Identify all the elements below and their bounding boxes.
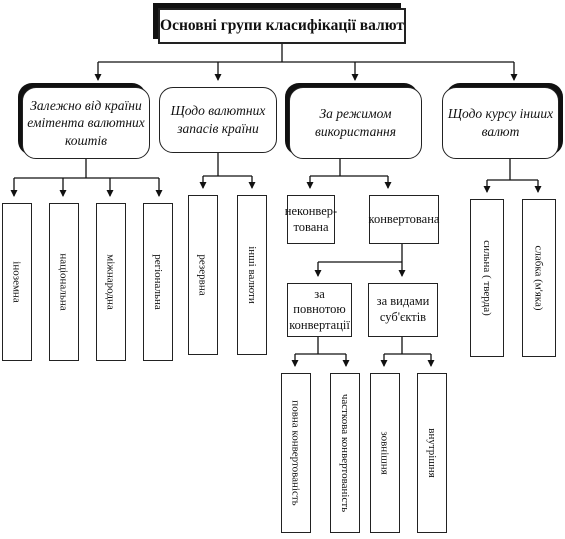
leaf-full-convertibility: повна конвертованість [281,373,311,533]
group-exchange-rate: Щодо курсу інших валют [442,87,559,159]
leaf-other-currencies: інші валюти [237,195,267,355]
leaf-partial-convertibility: часткова конвертованість [330,373,360,533]
leaf-national: національна [49,203,79,361]
leaf-reserve: резервна [188,195,218,355]
leaf-international: міжнародна [96,203,126,361]
leaf-regional: регіональна [143,203,173,361]
group-issuer-country: Залежно від країни емітента валютних кош… [22,87,150,159]
leaf-external: зовнішня [370,373,400,533]
node-by-subjects: за видами суб'єктів [368,283,438,337]
leaf-strong-hard: сильна ( тверда) [470,199,504,357]
diagram-title: Основні групи класифікації валют [158,8,406,44]
node-by-completeness: за повнотою конвертації [287,283,352,337]
node-convertible: конвертована [369,195,439,244]
leaf-weak-soft: слабка (м'яка) [522,199,556,357]
group-currency-reserves: Щодо валютних запасів країни [159,87,277,153]
group-usage-regime: За режимом використання [289,87,422,159]
leaf-internal: внутрішня [417,373,447,533]
node-inconvertible: неконвер-тована [285,195,337,244]
leaf-foreign: іноземна [2,203,32,361]
